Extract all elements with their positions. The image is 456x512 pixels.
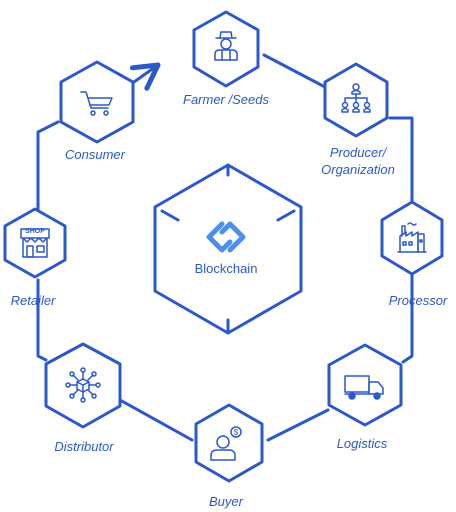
shop-icon [20, 228, 50, 258]
buyer-icon [210, 426, 242, 461]
hexagon [327, 343, 403, 427]
node-consumer: Consumer [59, 60, 135, 162]
org-chart-icon [341, 83, 371, 113]
blockchain-hub: Blockchain [153, 163, 303, 335]
shop-sign-text: SHOP [25, 228, 45, 235]
connector-buyer-distributor [118, 398, 194, 442]
connector-lines [36, 53, 414, 442]
processor-label: Processor [389, 293, 448, 308]
consumer-label: Consumer [65, 147, 126, 162]
truck-icon [344, 375, 384, 400]
distribution-icon [65, 367, 101, 403]
hexagon [380, 200, 444, 276]
node-logistics: Logistics [327, 343, 403, 451]
hexagon [59, 60, 135, 144]
node-farmer: Farmer /Seeds [183, 10, 269, 107]
farmer-icon [214, 31, 238, 61]
connector-producer-processor [388, 116, 414, 207]
connector-retailer-consumer [36, 120, 60, 218]
node-processor: Processor [380, 200, 448, 308]
cart-icon [80, 91, 113, 116]
connector-farmer-producer [262, 53, 327, 89]
hexagon [3, 207, 67, 279]
blockchain-logo-icon [206, 221, 246, 253]
node-producer: Producer/ Organization [321, 62, 395, 177]
node-distributor: Distributor [44, 342, 122, 454]
factory-icon [397, 222, 427, 253]
farmer-label: Farmer /Seeds [183, 92, 269, 107]
hub-inner-line [276, 209, 296, 222]
retailer-label: Retailer [11, 293, 56, 308]
hub-inner-line [160, 209, 180, 222]
node-retailer: SHOP Retailer [3, 207, 67, 308]
buyer-dollar-sign: $ [234, 428, 239, 437]
buyer-label: Buyer [209, 494, 244, 509]
producer-label-line-2: Organization [321, 162, 395, 177]
node-buyer: $ Buyer [194, 403, 264, 509]
blockchain-label: Blockchain [195, 261, 258, 276]
logistics-label: Logistics [337, 436, 388, 451]
connector-logistics-buyer [266, 408, 330, 442]
distributor-label: Distributor [54, 439, 114, 454]
connector-distributor-retailer [36, 278, 48, 362]
connector-consumer-farmer [129, 62, 161, 91]
producer-label-line-1: Producer/ [330, 145, 388, 160]
connector-processor-logistics [401, 269, 414, 364]
